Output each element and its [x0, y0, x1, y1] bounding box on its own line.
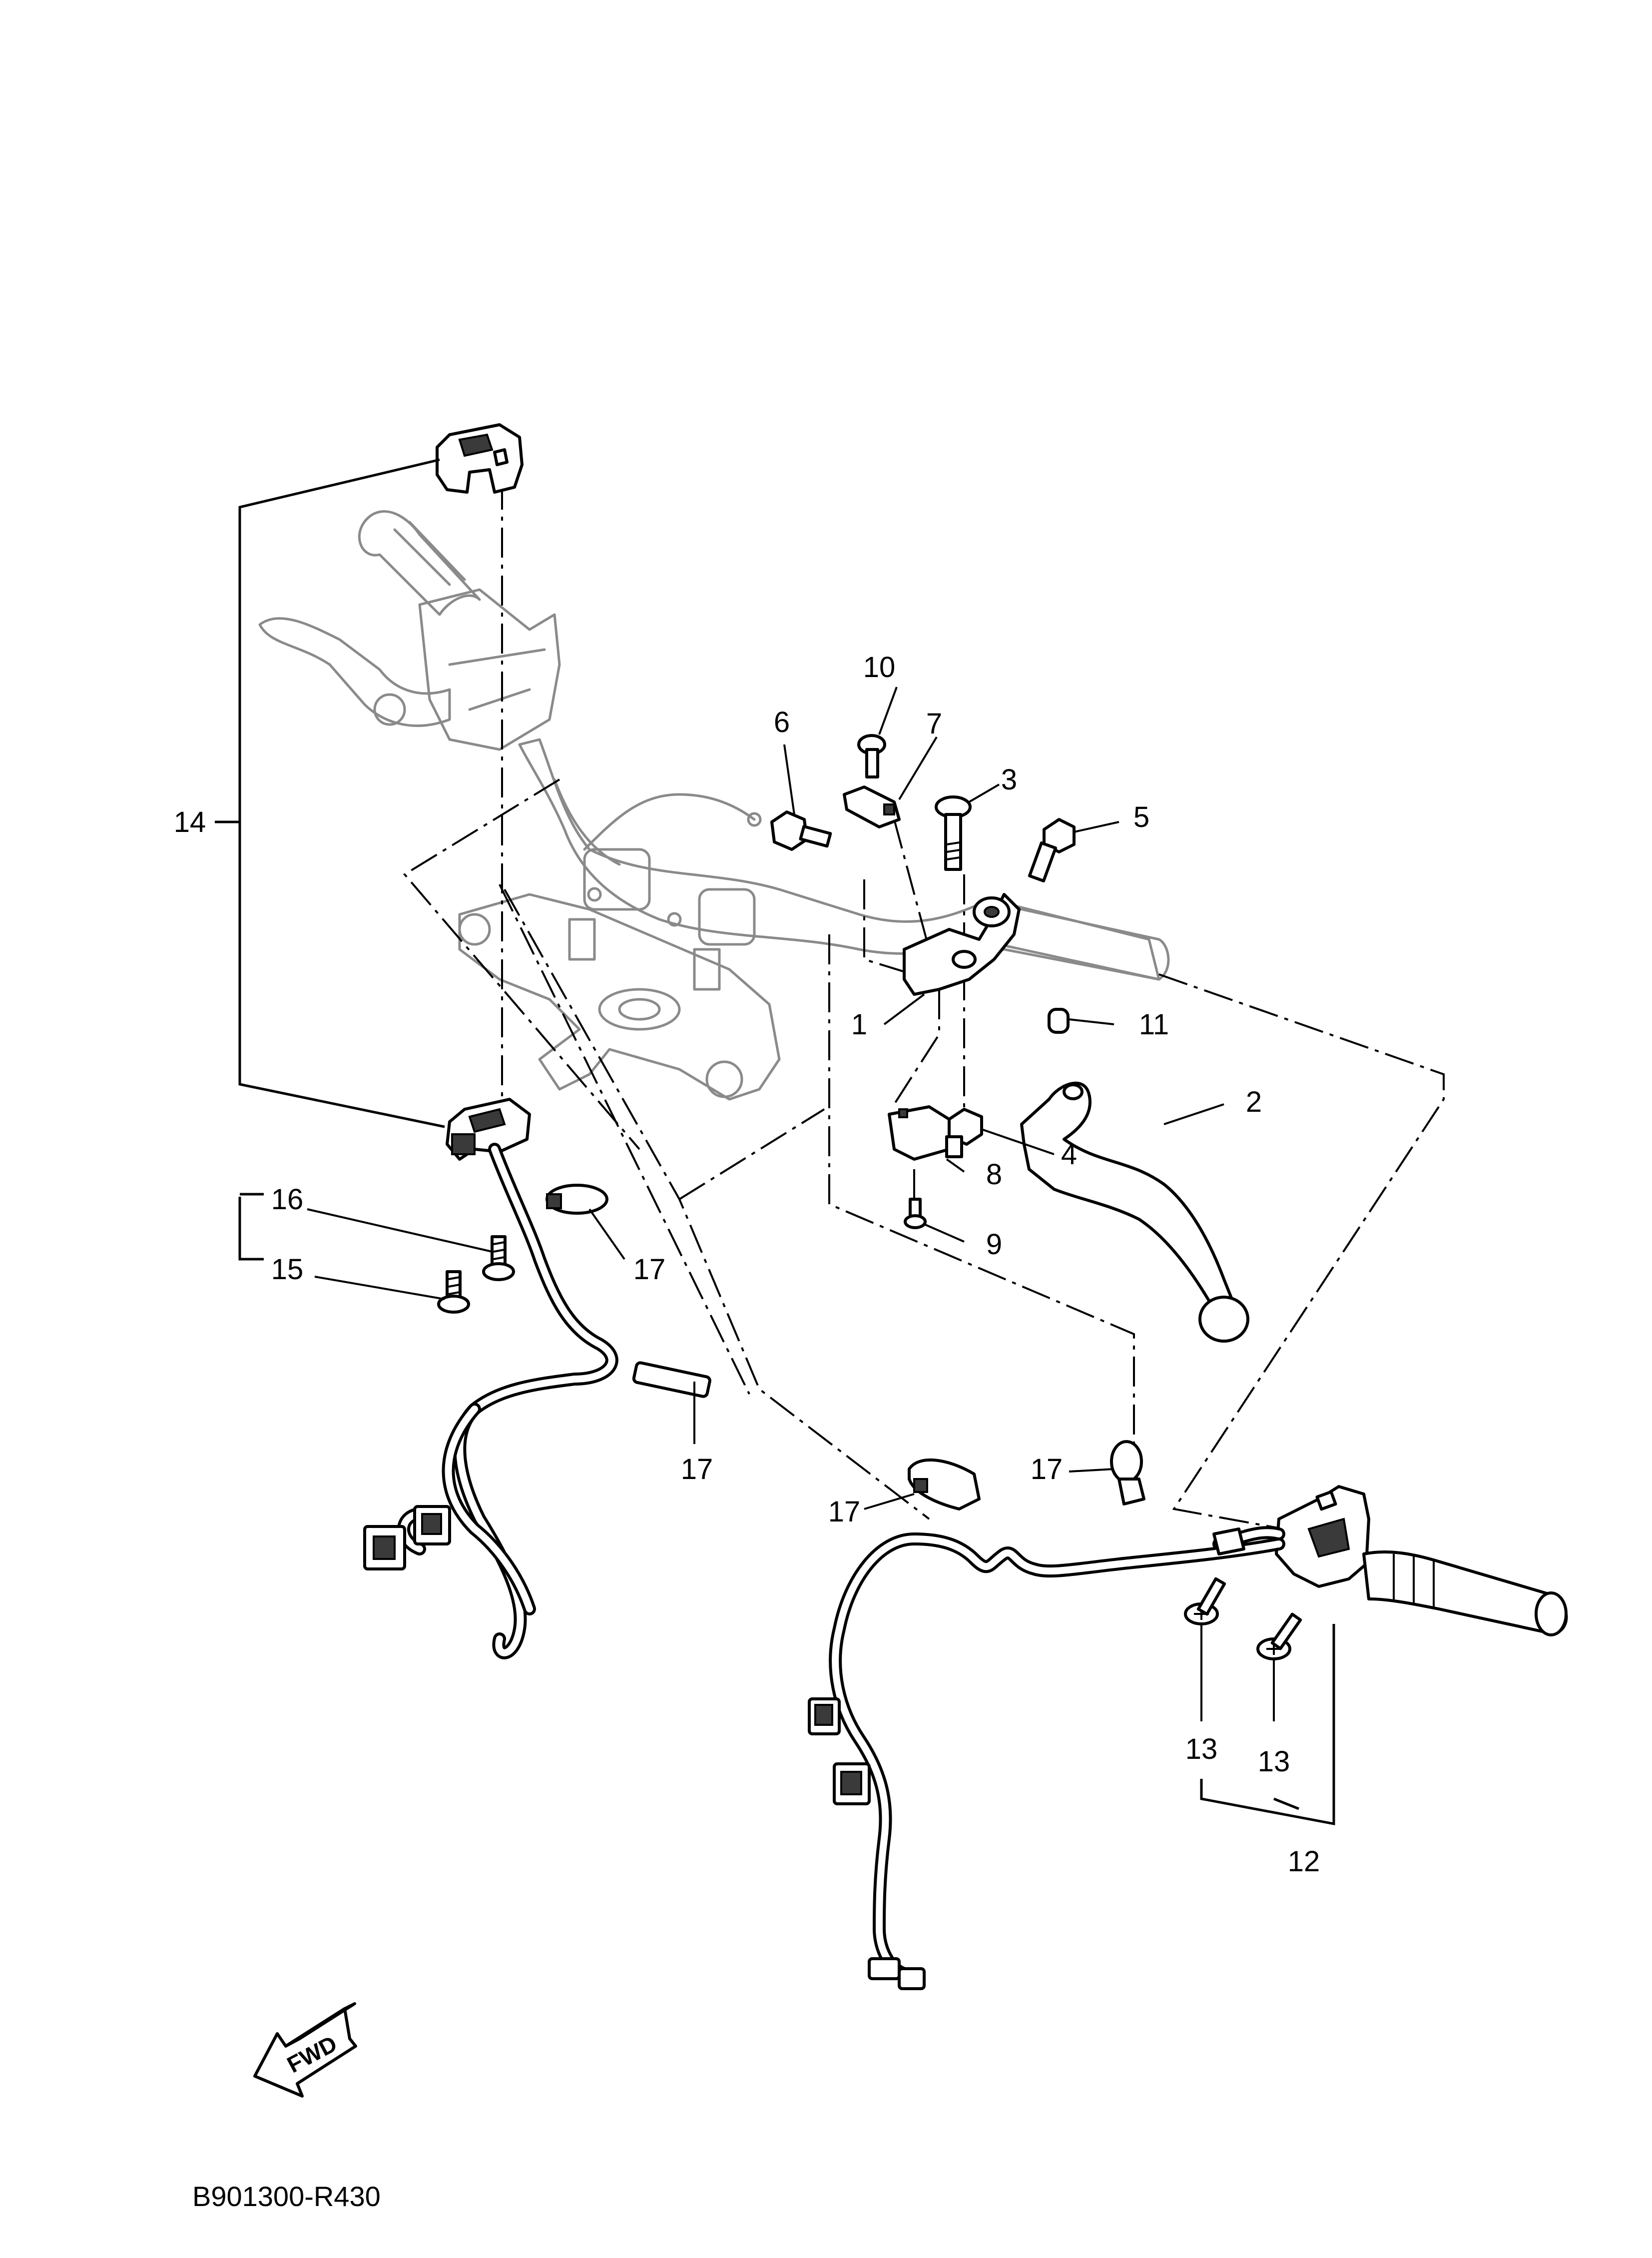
label-part-7: 7	[926, 708, 942, 740]
adjuster-bolt-6	[770, 810, 832, 851]
label-part-17-b: 17	[681, 1453, 713, 1486]
handlebar-reference-outline	[258, 510, 1170, 1101]
label-part-2: 2	[1246, 1086, 1262, 1118]
screw-13-right	[1256, 1612, 1302, 1660]
label-part-6: 6	[774, 706, 790, 739]
screw-15	[437, 1270, 470, 1314]
screw-13-left	[1184, 1577, 1226, 1625]
part-labels: 10 6 7 3 5 1 11 2 4 8 9 14 16 15 17 17 1…	[174, 651, 1320, 1878]
lever-bracket-1	[903, 893, 1021, 996]
label-part-13-a: 13	[1185, 1733, 1218, 1765]
label-part-10: 10	[863, 651, 896, 684]
leader-lines	[215, 458, 1335, 1826]
label-part-15: 15	[271, 1253, 304, 1286]
left-wiring-harness	[363, 1143, 711, 1659]
cable-clamp-17-middle	[908, 1458, 981, 1510]
label-part-14: 14	[174, 806, 206, 838]
label-part-13-b: 13	[1258, 1745, 1290, 1778]
label-part-4: 4	[1061, 1138, 1077, 1171]
pin-11	[1048, 1008, 1070, 1034]
clutch-switch-8	[888, 1105, 963, 1161]
fwd-arrow-icon: FWD	[253, 2002, 357, 2098]
label-part-5: 5	[1133, 801, 1149, 833]
label-part-17-c: 17	[828, 1496, 861, 1528]
label-part-11: 11	[1139, 1008, 1169, 1041]
bolt-10	[857, 734, 886, 778]
label-part-8: 8	[986, 1158, 1002, 1191]
label-part-17-a: 17	[633, 1253, 666, 1286]
left-switch-lower-housing	[446, 1098, 531, 1161]
diagram-code: B901300-R430	[192, 2181, 381, 2212]
clutch-lever-2	[1020, 1081, 1249, 1343]
screw-9	[904, 1198, 927, 1229]
label-part-12: 12	[1288, 1845, 1320, 1878]
plate-7	[843, 785, 901, 828]
locator-lines	[403, 480, 1445, 1530]
label-part-9: 9	[986, 1228, 1002, 1261]
left-switch-upper-housing	[436, 423, 524, 494]
label-part-1: 1	[851, 1008, 867, 1041]
label-part-16: 16	[271, 1183, 304, 1216]
right-handlebar-switch-12	[808, 1485, 1568, 1990]
cable-clamp-17-right	[1110, 1440, 1145, 1505]
label-part-17-d: 17	[1031, 1453, 1063, 1486]
bolt-5	[1028, 818, 1076, 883]
screw-16	[482, 1235, 515, 1281]
cable-clamp-17-left	[546, 1184, 608, 1215]
label-part-3: 3	[1001, 763, 1017, 796]
pivot-bolt-3	[935, 795, 972, 871]
